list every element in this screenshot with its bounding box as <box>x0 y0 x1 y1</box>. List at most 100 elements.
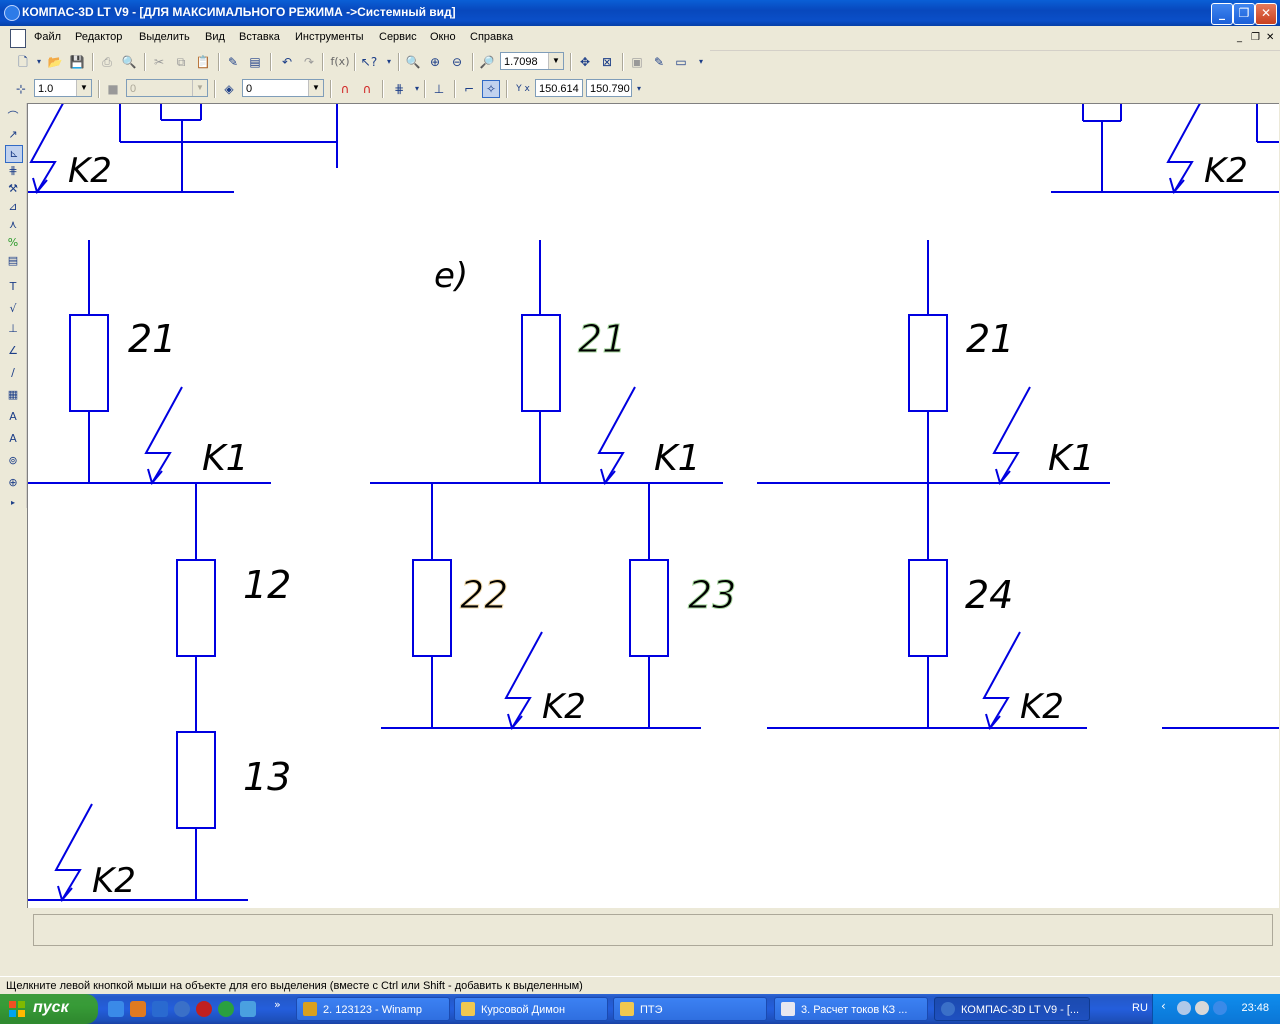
menu-help[interactable]: Справка <box>470 31 514 43</box>
round-icon[interactable]: ✧ <box>482 80 500 98</box>
new-doc-dropdown-icon[interactable]: ▾ <box>36 57 41 66</box>
layer-dropdown-icon[interactable]: ▼ <box>308 80 323 96</box>
quicklaunch-more-icon[interactable]: » <box>274 998 281 1011</box>
monitor-icon[interactable]: ▭ <box>675 55 687 69</box>
base-icon[interactable]: ⊥ <box>8 322 18 335</box>
reports-icon[interactable]: ▤ <box>7 254 19 267</box>
property-panel-area[interactable] <box>33 914 1273 946</box>
document-icon[interactable] <box>10 29 26 48</box>
step-combo[interactable]: 1.0 ▼ <box>34 79 92 97</box>
menu-insert[interactable]: Вставка <box>239 31 280 43</box>
roughness-icon[interactable]: √ <box>9 302 17 315</box>
quicklaunch-desktop-icon[interactable] <box>152 1001 168 1017</box>
title-bar[interactable]: КОМПАС-3D LT V9 - [ДЛЯ МАКСИМАЛЬНОГО РЕЖ… <box>0 0 1280 26</box>
resistor-right-24[interactable] <box>908 559 948 657</box>
quicklaunch-ie-icon[interactable] <box>108 1001 124 1017</box>
toolbar-overflow-icon[interactable]: ▾ <box>698 57 703 66</box>
manager-icon[interactable]: ▤ <box>249 55 261 69</box>
doc-minimize-button[interactable]: _ <box>1237 32 1242 43</box>
print-preview-icon[interactable]: 🔍 <box>121 55 137 69</box>
language-indicator[interactable]: RU <box>1132 1002 1148 1014</box>
resistor-mid-23[interactable] <box>629 559 669 657</box>
menu-tools[interactable]: Инструменты <box>295 31 364 43</box>
layer-combo[interactable]: 0 ▼ <box>242 79 324 97</box>
snap-magnet-icon[interactable]: ∩ <box>340 82 350 96</box>
close-button[interactable]: ✕ <box>1255 3 1277 25</box>
geometry-icon[interactable]: ⌒ <box>7 110 19 123</box>
quicklaunch-kompas-icon[interactable] <box>174 1001 190 1017</box>
resistor-right-21[interactable] <box>908 314 948 412</box>
drawing-canvas[interactable]: K2 K2 e) 21 K1 12 13 K2 21 K1 22 23 K2 2… <box>27 103 1279 908</box>
zoom-scale-icon[interactable]: 🔎 <box>479 55 495 69</box>
zoom-in-icon[interactable]: ⊕ <box>429 55 441 69</box>
task-word-doc[interactable]: 3. Расчет токов КЗ ... <box>774 997 928 1021</box>
spec-icon[interactable]: % <box>7 236 19 249</box>
maximize-button[interactable]: ❐ <box>1233 3 1255 25</box>
undo-icon[interactable]: ↶ <box>281 55 293 69</box>
zoom-out-icon[interactable]: ⊖ <box>451 55 463 69</box>
properties-icon[interactable]: ✎ <box>227 55 239 69</box>
ortho-icon[interactable]: ⌐ <box>463 82 475 96</box>
task-folder-kursovoy[interactable]: Курсовой Димон <box>454 997 608 1021</box>
save-icon[interactable]: 💾 <box>69 55 85 69</box>
snap-local-icon[interactable]: ∩ <box>362 82 372 96</box>
left-toolbar-overflow-icon[interactable]: ▸ <box>10 498 15 507</box>
axis-icon[interactable]: ⊕ <box>8 476 18 489</box>
fault-top-left-k2[interactable] <box>29 104 67 193</box>
minimize-button[interactable]: _ <box>1211 3 1233 25</box>
drawing-svg[interactable]: K2 K2 e) 21 K1 12 13 K2 21 K1 22 23 K2 2… <box>28 104 1279 908</box>
quicklaunch-app2-icon[interactable] <box>240 1001 256 1017</box>
tray-sync-icon[interactable] <box>1195 1001 1209 1015</box>
resistor-mid-21[interactable] <box>521 314 561 412</box>
leader-icon[interactable]: ∠ <box>8 344 18 357</box>
fault-left-k2[interactable] <box>54 803 93 901</box>
open-folder-icon[interactable]: 📂 <box>47 55 63 69</box>
doc-restore-button[interactable]: ❐ <box>1251 32 1260 43</box>
designations-icon[interactable]: ⊾ <box>5 145 23 163</box>
state-toolbar-overflow-icon[interactable]: ▾ <box>636 84 641 93</box>
show-all-icon[interactable]: ⊠ <box>601 55 613 69</box>
layers-icon[interactable]: ◈ <box>224 82 234 96</box>
fault-right-k2[interactable] <box>982 631 1021 729</box>
fault-right-k1[interactable] <box>992 386 1031 484</box>
new-doc-icon[interactable]: 🗋 <box>18 55 28 69</box>
local-cs-icon[interactable]: ⊥ <box>433 82 445 96</box>
menu-file[interactable]: Файл <box>34 31 62 43</box>
fault-left-k1[interactable] <box>144 386 183 484</box>
style-combo[interactable]: 0 ▼ <box>126 79 208 97</box>
task-folder-pte[interactable]: ПТЭ <box>613 997 767 1021</box>
resistor-left-21[interactable] <box>69 314 109 412</box>
parametrize-icon[interactable]: ⚒ <box>8 182 18 195</box>
position-icon[interactable]: ∕ <box>11 366 15 379</box>
step-icon[interactable]: ⊹ <box>15 82 27 96</box>
fault-mid-k2[interactable] <box>504 631 543 729</box>
fault-top-right-k2[interactable] <box>1166 104 1204 193</box>
task-kompas[interactable]: КОМПАС-3D LT V9 - [... <box>934 997 1090 1021</box>
zoom-dropdown-icon[interactable]: ▼ <box>548 53 563 69</box>
tray-expand-icon[interactable]: ‹ <box>1161 999 1166 1013</box>
menu-window[interactable]: Окно <box>430 31 456 43</box>
app-icon[interactable] <box>4 5 20 21</box>
task-winamp[interactable]: 2. 123123 - Winamp <box>296 997 450 1021</box>
refresh-icon[interactable]: ✎ <box>653 55 665 69</box>
coord-x-field[interactable]: 150.614 <box>535 79 583 97</box>
quicklaunch-opera-icon[interactable] <box>196 1001 212 1017</box>
table-icon[interactable]: ▦ <box>7 388 19 401</box>
tray-network-icon[interactable] <box>1177 1001 1191 1015</box>
start-button[interactable]: пуск <box>0 994 98 1024</box>
menu-select[interactable]: Выделить <box>139 31 190 43</box>
help-pointer-icon[interactable]: ↖? <box>360 55 378 69</box>
sizes-icon[interactable]: ↗ <box>8 128 18 141</box>
zoom-combo[interactable]: 1.7098 ▼ <box>500 52 564 70</box>
menu-editor[interactable]: Редактор <box>75 31 123 43</box>
text-icon[interactable]: T <box>9 280 17 293</box>
pan-icon[interactable]: ✥ <box>579 55 591 69</box>
resistor-mid-22[interactable] <box>412 559 452 657</box>
paste-icon[interactable]: 📋 <box>195 55 211 69</box>
style-icon[interactable]: ■ <box>107 82 119 96</box>
resistor-left-13[interactable] <box>176 731 216 829</box>
tolerance-icon[interactable]: A <box>9 410 17 423</box>
help-dropdown-icon[interactable]: ▾ <box>386 57 391 66</box>
section-icon[interactable]: ⊚ <box>8 454 18 467</box>
edit-icon[interactable]: ⋕ <box>8 164 18 177</box>
